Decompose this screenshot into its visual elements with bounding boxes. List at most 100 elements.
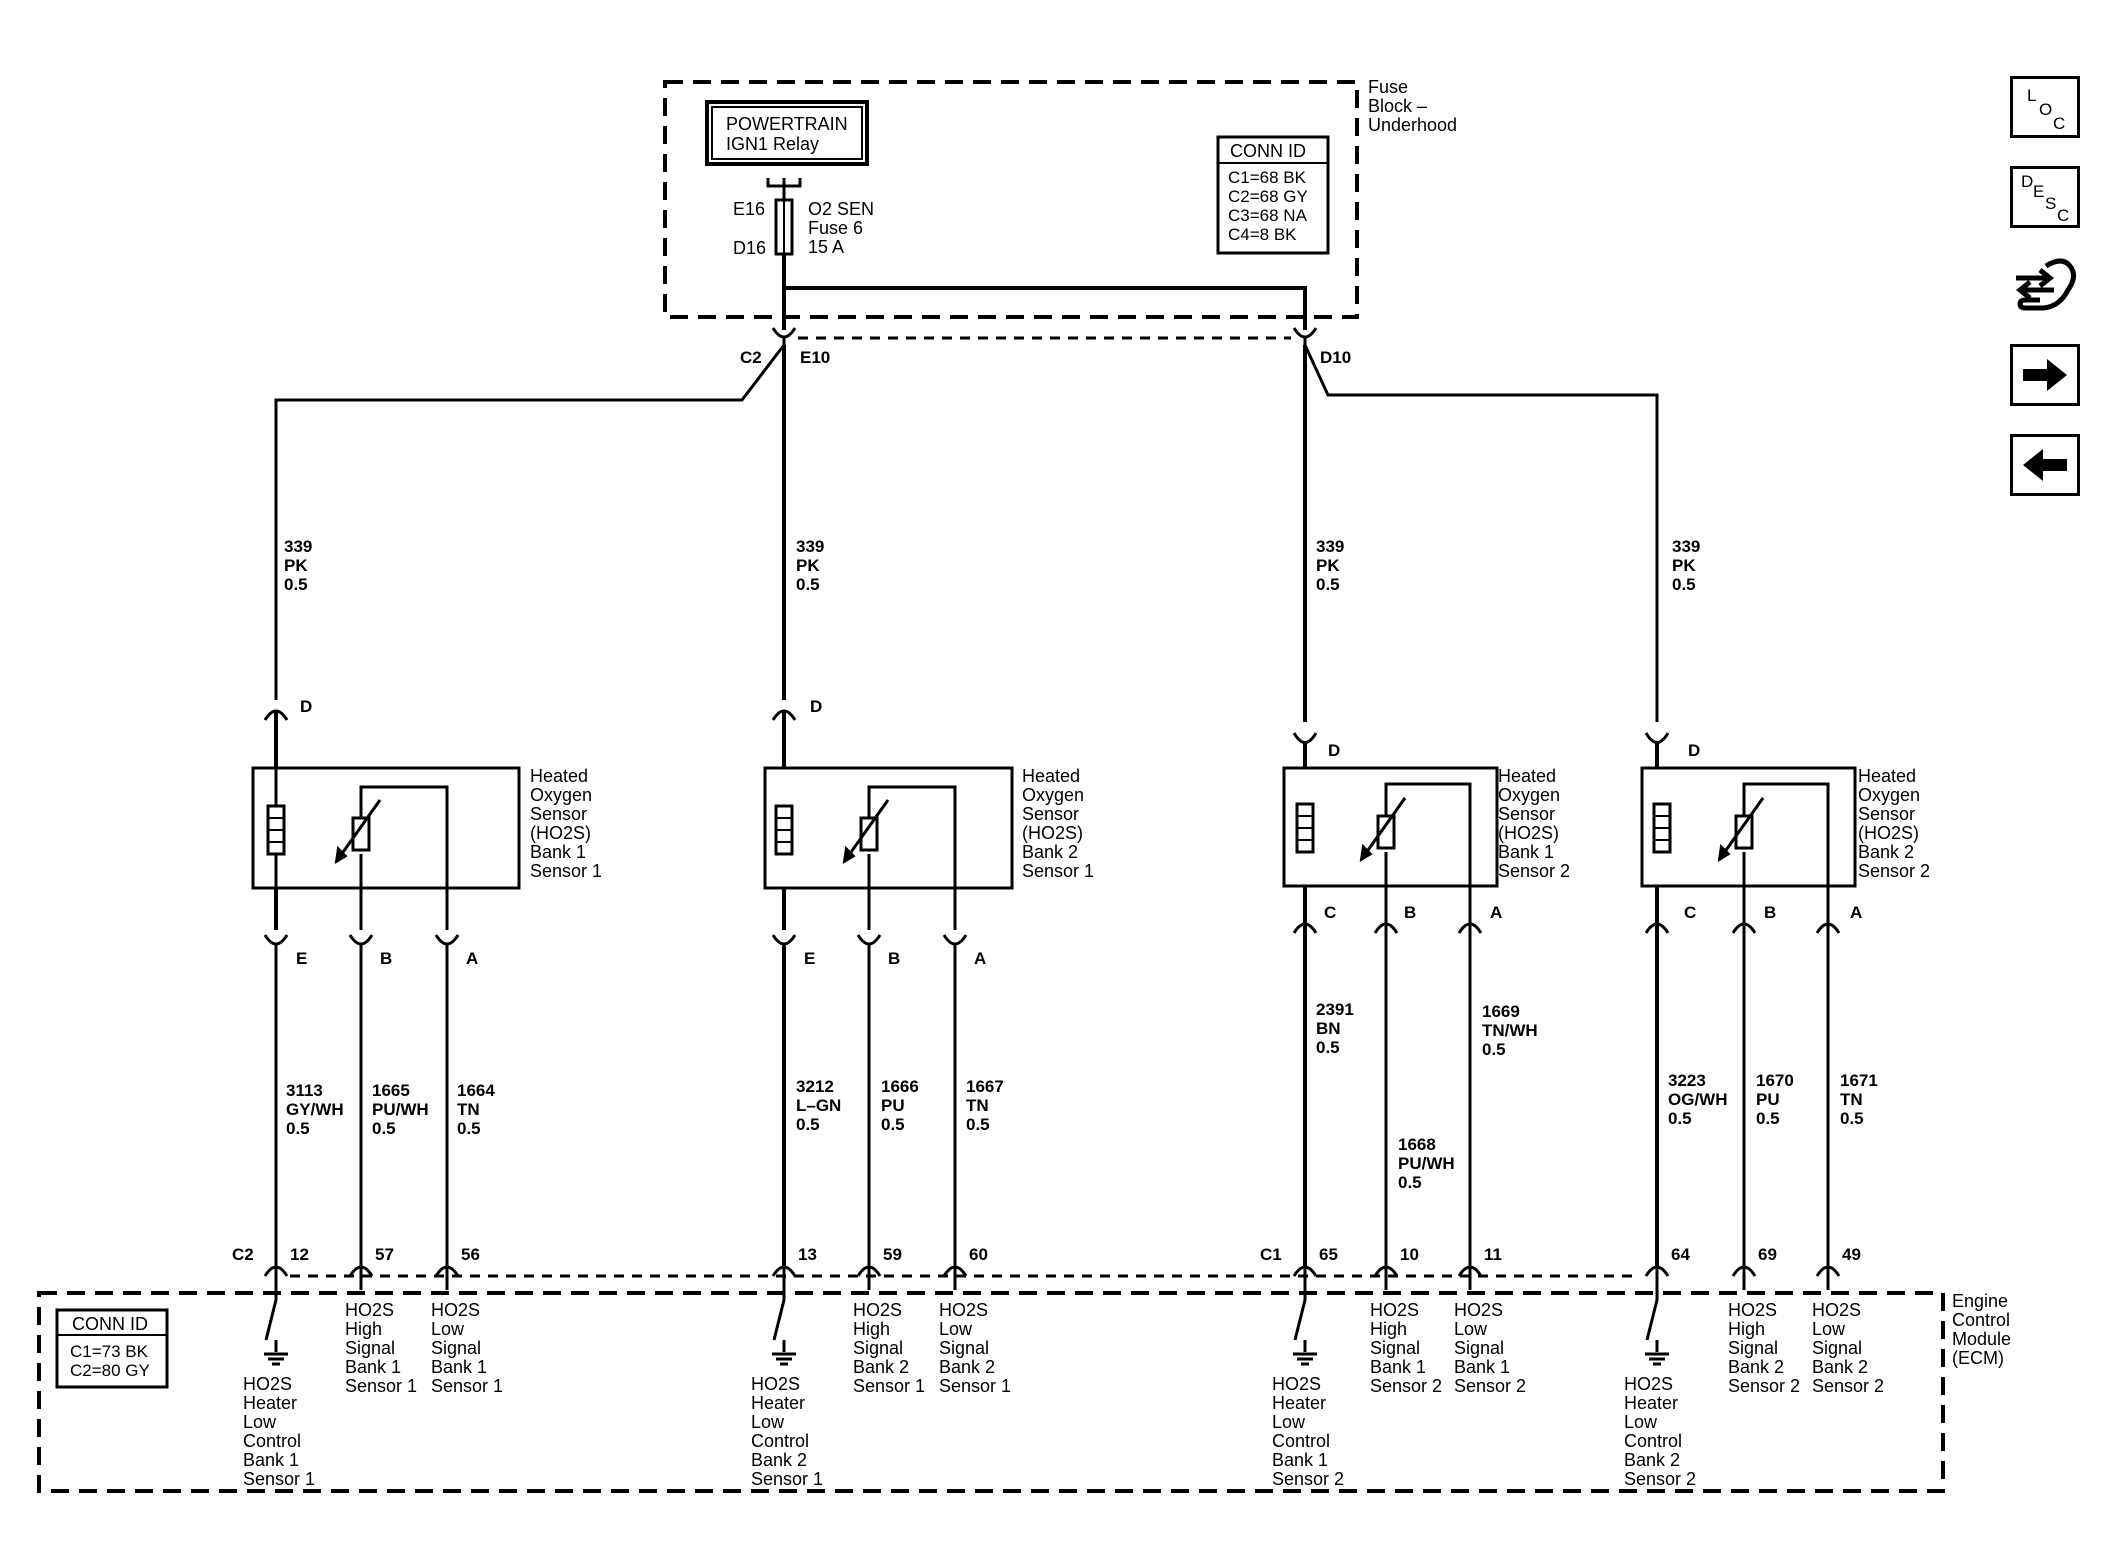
ecm-internal-label: Signal	[1370, 1338, 1420, 1358]
fuse-block-label-2: Block –	[1368, 96, 1427, 116]
ecm-internal-label: Low	[751, 1412, 785, 1432]
ecm-internal-label: Signal	[939, 1338, 989, 1358]
powertrain-ign1-relay: POWERTRAIN IGN1 Relay	[705, 100, 869, 166]
ecm-pin-connector	[1292, 1265, 1318, 1277]
ecm-internal-label: Heater	[243, 1393, 297, 1413]
fuse-out-pin-d10: D10	[1320, 348, 1351, 367]
s4-name-1: Heated	[1858, 766, 1916, 786]
next-page-button[interactable]	[2010, 344, 2080, 406]
supply-wire-3: 339 PK 0.5	[1316, 537, 1344, 594]
fuse-conn-id-c4: C4=8 BK	[1228, 225, 1297, 244]
ecm-internal-label: Bank 2	[751, 1450, 807, 1470]
ecm-internal-label: HO2S	[1812, 1300, 1861, 1320]
fuse-out-conn-c2: C2	[740, 348, 762, 367]
ecm-conn-id-title: CONN ID	[72, 1314, 148, 1334]
ecm-conn-id: CONN ID C1=73 BK C2=80 GY	[55, 1308, 169, 1389]
ecm-internal-label: Bank 2	[1624, 1450, 1680, 1470]
ecm-internal-label: Sensor 1	[853, 1376, 925, 1396]
fuse-conn-id-c3: C3=68 NA	[1228, 206, 1308, 225]
loc-letter-c: C	[2053, 114, 2065, 133]
ecm-internal-label: Bank 2	[1728, 1357, 1784, 1377]
fuse-block-underhood: Fuse Block – Underhood POWERTRAIN IGN1 R…	[663, 77, 1457, 319]
supply-1-color: PK	[284, 556, 308, 575]
fuse-block-conn-id: CONN ID C1=68 BK C2=68 GY C3=68 NA C4=8 …	[1216, 135, 1330, 255]
ecm-internal-label: Sensor 2	[1728, 1376, 1800, 1396]
supply-3-color: PK	[1316, 556, 1340, 575]
supply-wire-1: 339 PK 0.5	[284, 537, 312, 594]
ecm-internal-label: HO2S	[1454, 1300, 1503, 1320]
description-button[interactable]: D E S C	[2010, 166, 2080, 228]
s3-w3-circuit: 1669	[1482, 1002, 1520, 1021]
arrow-right-icon	[2023, 359, 2067, 391]
supply-wire-2: 339 PK 0.5	[796, 537, 824, 594]
ecm-driver-switch	[1293, 1290, 1307, 1352]
s1-w2-color: PU/WH	[372, 1100, 429, 1119]
ecm-internal-label: Sensor 2	[1370, 1376, 1442, 1396]
s4-w3-circuit: 1671	[1840, 1071, 1878, 1090]
s2-w2-color: PU	[881, 1096, 905, 1115]
ecm-label-3: Module	[1952, 1329, 2011, 1349]
ecm-pin-connector	[856, 1265, 882, 1277]
s2-w3-circuit: 1667	[966, 1077, 1004, 1096]
connector-hand-icon[interactable]	[2010, 250, 2080, 330]
s2-w2-gauge: 0.5	[881, 1115, 905, 1134]
fuse-terminal-e16: E16	[733, 199, 765, 219]
s1-pin-e: E	[296, 949, 307, 968]
fuse-conn-id-c2: C2=68 GY	[1228, 187, 1308, 206]
ho2s-bank2-sensor1: D Heated Oxygen Sensor (HO2S) Bank 2 Sen…	[763, 697, 1094, 1268]
s3-w2-color: PU/WH	[1398, 1154, 1455, 1173]
ecm-pin-number: 56	[461, 1245, 480, 1264]
ecm-internal-label: Low	[1272, 1412, 1306, 1432]
ecm-conn-id-c2: C2=80 GY	[70, 1361, 150, 1380]
previous-page-button[interactable]	[2010, 434, 2080, 496]
supply-wire-4: 339 PK 0.5	[1672, 537, 1700, 594]
s2-w3-gauge: 0.5	[966, 1115, 990, 1134]
ecm-internal-label: Sensor 2	[1624, 1469, 1696, 1489]
ecm-internal-label: Sensor 2	[1272, 1469, 1344, 1489]
s3-name-3: Sensor	[1498, 804, 1555, 824]
loc-letter-o: O	[2039, 100, 2052, 119]
ecm-pin-number: 60	[969, 1245, 988, 1264]
ecm-internal-label: Bank 1	[345, 1357, 401, 1377]
relay-label-1: POWERTRAIN	[726, 114, 848, 134]
ecm-internal-label: Heater	[751, 1393, 805, 1413]
fuse-label-2: Fuse 6	[808, 218, 863, 238]
s1-w1-color: GY/WH	[286, 1100, 344, 1119]
ecm-internal-label: HO2S	[243, 1374, 292, 1394]
s4-w3-color: TN	[1840, 1090, 1863, 1109]
s3-name-4: (HO2S)	[1498, 823, 1559, 843]
ho2s-bank1-sensor1: D Heated Oxygen Sensor (HO2S) Bank 1 Sen…	[251, 697, 602, 1268]
engine-control-module: Engine Control Module (ECM) CONN ID C1=7…	[37, 1245, 2011, 1493]
ecm-pin-connector	[1644, 1265, 1670, 1277]
supply-3-circuit: 339	[1316, 537, 1344, 556]
s3-w3-color: TN/WH	[1482, 1021, 1538, 1040]
supply-2-circuit: 339	[796, 537, 824, 556]
desc-letter-d: D	[2021, 172, 2033, 191]
desc-letter-c: C	[2057, 206, 2069, 225]
ecm-driver-switch	[772, 1290, 786, 1352]
s2-name-1: Heated	[1022, 766, 1080, 786]
desc-letter-e: E	[2033, 182, 2044, 201]
ecm-internal-label: Signal	[345, 1338, 395, 1358]
ecm-internal-label: Signal	[853, 1338, 903, 1358]
supply-2-gauge: 0.5	[796, 575, 820, 594]
ho2s-bank1-sensor2: D Heated Oxygen Sensor (HO2S) Bank 1 Sen…	[1282, 732, 1570, 1268]
s4-w2-gauge: 0.5	[1756, 1109, 1780, 1128]
s3-w2-circuit: 1668	[1398, 1135, 1436, 1154]
ecm-internal-label: High	[1370, 1319, 1407, 1339]
s1-name-3: Sensor	[530, 804, 587, 824]
ecm-internal-label: Sensor 2	[1454, 1376, 1526, 1396]
ecm-pin-connector	[942, 1265, 968, 1277]
ground-icon	[1293, 1352, 1317, 1366]
fuse-block-label-3: Underhood	[1368, 115, 1457, 135]
s4-w3-gauge: 0.5	[1840, 1109, 1864, 1128]
ecm-label-2: Control	[1952, 1310, 2010, 1330]
fuse-label-1: O2 SEN	[808, 199, 874, 219]
s4-w2-circuit: 1670	[1756, 1071, 1794, 1090]
ecm-pin-connector	[263, 1265, 289, 1277]
location-button[interactable]: L O C	[2010, 76, 2080, 138]
ecm-pin-connector	[771, 1265, 797, 1277]
ecm-internal-label: HO2S	[1624, 1374, 1673, 1394]
